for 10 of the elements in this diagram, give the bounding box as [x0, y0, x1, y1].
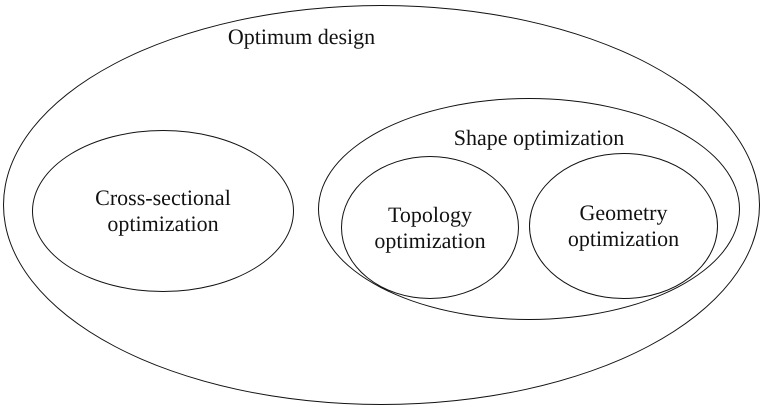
- ellipse: [318, 98, 740, 320]
- node-label: Shape optimization: [454, 125, 624, 151]
- ellipse: [341, 156, 519, 299]
- ellipse: [3, 5, 760, 405]
- node-label: Topology optimization: [373, 202, 487, 254]
- ellipse: [32, 130, 294, 292]
- node-label: Optimum design: [228, 24, 376, 50]
- node-label: Cross-sectional optimization: [94, 185, 232, 237]
- node-label: Geometry optimization: [566, 200, 680, 252]
- ellipse: [529, 153, 718, 299]
